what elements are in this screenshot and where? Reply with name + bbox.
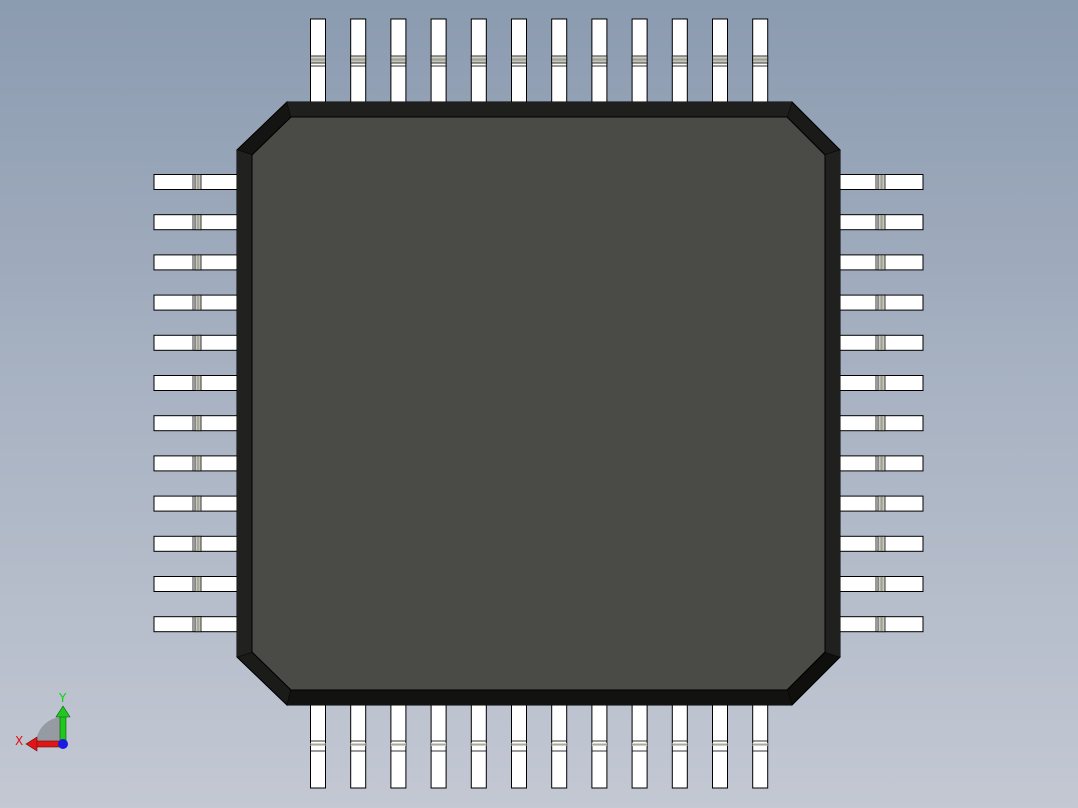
pin-right [839,455,924,472]
pin-right [839,375,924,391]
pin-left [153,495,238,512]
pin-top [390,18,407,103]
pin-bottom [470,704,487,789]
pin-left [153,254,238,271]
pin-top [470,18,487,103]
pin-bottom [511,704,527,789]
pin-top [350,18,367,103]
pin-top [671,18,688,103]
pin-bottom [671,704,688,789]
pin-left [153,375,238,391]
pin-right [839,174,924,190]
pin-top [551,18,568,103]
pin-left [153,455,238,472]
triad-x-label: X [15,734,23,748]
pin-top [310,18,326,103]
view-orientation-triad[interactable]: Y X [15,691,71,752]
pin-right [839,214,924,231]
pin-right [839,576,924,592]
pin-top [631,18,648,103]
side-right [825,150,840,657]
pin-right [839,495,924,512]
pin-top [591,18,608,103]
pin-bottom [350,704,367,789]
pin-bottom [390,704,407,789]
pin-bottom [591,704,608,789]
pin-left [153,334,238,351]
pin-bottom [712,704,728,789]
pin-right [839,294,924,311]
pin-left [153,576,238,592]
side-bottom [287,690,792,705]
pin-right [839,616,924,633]
pins-bottom-row [310,704,769,789]
side-top [287,102,792,117]
pin-left [153,415,238,432]
triad-y-label: Y [58,691,67,705]
pin-left [153,535,238,552]
pin-top [752,18,769,103]
pin-bottom [551,704,568,789]
pin-left [153,294,238,311]
pin-bottom [430,704,447,789]
pin-left [153,616,238,633]
pin-bottom [631,704,648,789]
pin-bottom [310,704,326,789]
pins-right-column [839,174,924,633]
pin-right [839,334,924,351]
pin-right [839,415,924,432]
ic-body[interactable] [236,101,841,706]
pin-top [712,18,728,103]
triad-quadrant [36,717,63,744]
pin-left [153,174,238,190]
pins-top-row [310,18,769,103]
pin-left [153,214,238,231]
side-left [237,150,252,657]
pin-right [839,254,924,271]
pin-top [511,18,527,103]
pin-bottom [752,704,769,789]
pins-left-column [153,174,238,633]
ic-top-face [251,116,826,691]
z-axis-dot-icon [58,739,68,749]
pin-top [430,18,447,103]
pin-right [839,535,924,552]
